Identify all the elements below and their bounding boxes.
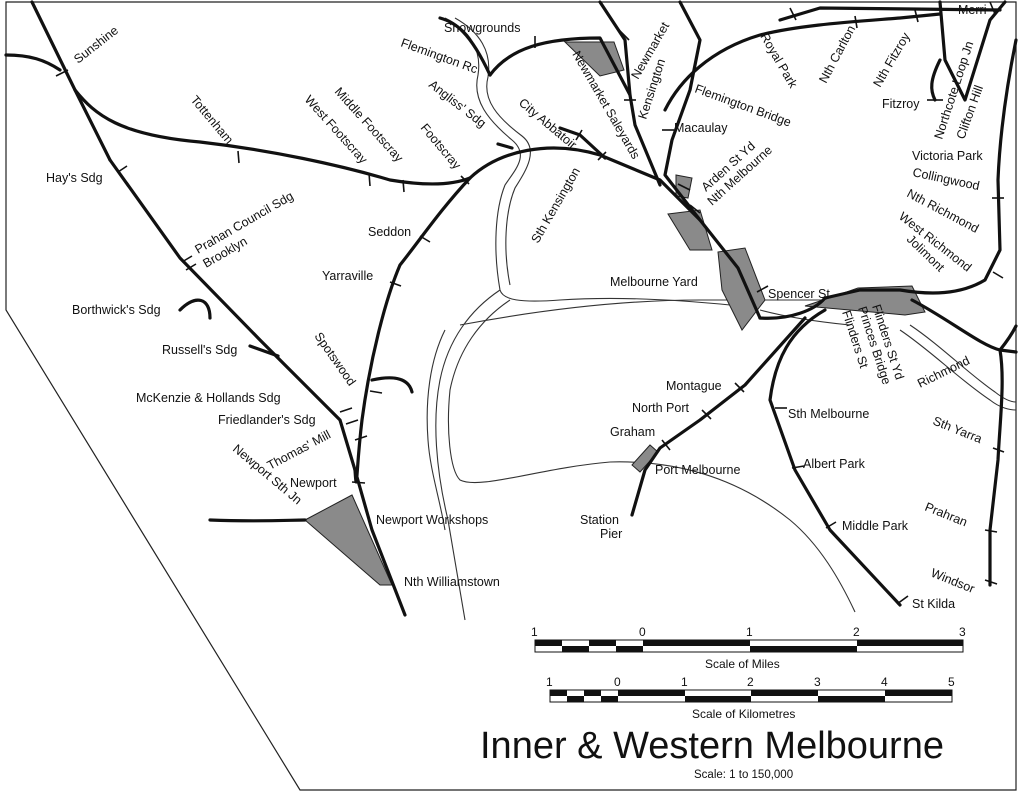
label-city-abbatoir: City Abbatoir	[516, 96, 579, 152]
label-middle-park: Middle Park	[842, 519, 909, 533]
scale-of-miles: 1 0 1 2 3 Scale of Miles	[531, 625, 966, 671]
footscray-spencer-line	[468, 146, 762, 320]
spotswood-siding	[370, 376, 414, 394]
label-spotswood: Spotswood	[312, 330, 359, 389]
label-middle-footscray: Middle Footscray	[332, 85, 407, 166]
label-newport-workshops: Newport Workshops	[376, 513, 488, 527]
label-sunshine: Sunshine	[71, 23, 121, 66]
port-melbourne-line	[630, 316, 807, 517]
rail-lines	[4, 0, 1018, 617]
newmarket-north	[598, 0, 632, 97]
waterways	[426, 17, 1017, 621]
km-tick-3: 3	[814, 675, 821, 689]
sunshine-branch-west	[4, 53, 62, 72]
label-spencer-st: Spencer St	[768, 287, 830, 301]
label-thomas-mill: Thomas' Mill	[265, 428, 333, 473]
label-nth-fitzroy: Nth Fitzroy	[870, 30, 913, 90]
label-st-kilda: St Kilda	[912, 597, 955, 611]
label-friedlanders-sdg: Friedlander's Sdg	[218, 413, 316, 427]
label-sth-melbourne: Sth Melbourne	[788, 407, 869, 421]
richmond-branch-east	[998, 324, 1018, 352]
newport-williamstown	[353, 468, 407, 617]
label-melbourne-yard: Melbourne Yard	[610, 275, 698, 289]
label-angliss-sdg: Angliss' Sdg	[426, 77, 489, 130]
label-nth-carlton: Nth Carlton	[816, 23, 858, 85]
map-scale-text: Scale: 1 to 150,000	[694, 769, 793, 781]
label-albert-park: Albert Park	[803, 457, 866, 471]
label-sth-yarra: Sth Yarra	[931, 414, 984, 446]
label-flemington-rc: Flemington Rc	[399, 36, 480, 77]
tottenham-line	[73, 88, 472, 186]
label-windsor: Windsor	[929, 566, 977, 596]
km-tick-0: 0	[614, 675, 621, 689]
km-tick-1-left: 1	[546, 675, 553, 689]
label-mckenzie-hollands-sdg: McKenzie & Hollands Sdg	[136, 391, 281, 405]
showgrounds-spur	[438, 16, 492, 77]
label-seddon: Seddon	[368, 225, 411, 239]
brooklyn-line	[108, 158, 357, 472]
miles-tick-1: 1	[746, 625, 753, 639]
melbourne-yard-area	[717, 247, 766, 331]
label-richmond: Richmond	[915, 353, 972, 390]
scale-of-kilometres: 1 0 1 2 3 4 5 Scale of Kilometres	[546, 675, 955, 721]
label-collingwood: Collingwood	[911, 165, 981, 193]
flemington-siding	[496, 142, 514, 150]
label-victoria-park: Victoria Park	[912, 149, 983, 163]
km-tick-1: 1	[681, 675, 688, 689]
spencer-flinders-link	[758, 296, 827, 320]
km-caption: Scale of Kilometres	[692, 707, 795, 721]
upfield-line	[663, 0, 702, 222]
north-melbourne-yard	[667, 209, 713, 251]
label-russells-sdg: Russell's Sdg	[162, 343, 237, 357]
label-showgrounds: Showgrounds	[444, 21, 520, 35]
abbatoir-spur	[558, 126, 607, 160]
sunshine-line	[30, 0, 112, 162]
label-sth-kensington: Sth Kensington	[528, 165, 583, 245]
miles-tick-0: 0	[639, 625, 646, 639]
label-graham: Graham	[610, 425, 655, 439]
altona-branch	[208, 518, 307, 523]
label-macaulay: Macaulay	[674, 121, 728, 135]
inner-circle	[663, 12, 942, 112]
label-fitzroy: Fitzroy	[882, 97, 920, 111]
map-frame	[5, 1, 1017, 791]
label-borthwicks-sdg: Borthwick's Sdg	[72, 303, 161, 317]
miles-tick-3: 3	[959, 625, 966, 639]
clifton-hill-line	[823, 38, 1018, 300]
label-hays-sdg: Hay's Sdg	[46, 171, 103, 185]
map-title: Inner & Western Melbourne	[480, 725, 944, 767]
sandringham-line	[988, 348, 1004, 587]
station-ticks	[55, 1, 1005, 605]
km-tick-5: 5	[948, 675, 955, 689]
label-newport: Newport	[290, 476, 337, 490]
km-tick-2: 2	[747, 675, 754, 689]
newmarket-yard	[563, 41, 625, 77]
label-prahran: Prahran	[923, 500, 970, 530]
newmarket-line	[488, 36, 662, 187]
label-north-port: North Port	[632, 401, 689, 415]
label-footscray: Footscray	[418, 121, 464, 173]
label-yarraville: Yarraville	[322, 269, 373, 283]
miles-tick-2: 2	[853, 625, 860, 639]
km-tick-4: 4	[881, 675, 888, 689]
fitzroy-branch	[930, 58, 942, 102]
label-montague: Montague	[666, 379, 722, 393]
richmond-line	[910, 298, 1018, 354]
label-merri: Merri	[958, 3, 986, 17]
label-tottenham: Tottenham	[188, 93, 236, 147]
label-royal-park: Royal Park	[757, 31, 800, 92]
label-port-melbourne: Port Melbourne	[655, 463, 741, 477]
miles-tick-1-left: 1	[531, 625, 538, 639]
russells-siding	[248, 344, 280, 358]
st-kilda-line	[768, 308, 902, 607]
label-nth-williamstown: Nth Williamstown	[404, 575, 500, 589]
newport-workshops-yard	[304, 494, 393, 586]
borthwick-siding	[178, 298, 212, 320]
werribee-line	[353, 176, 472, 484]
miles-caption: Scale of Miles	[705, 657, 780, 671]
